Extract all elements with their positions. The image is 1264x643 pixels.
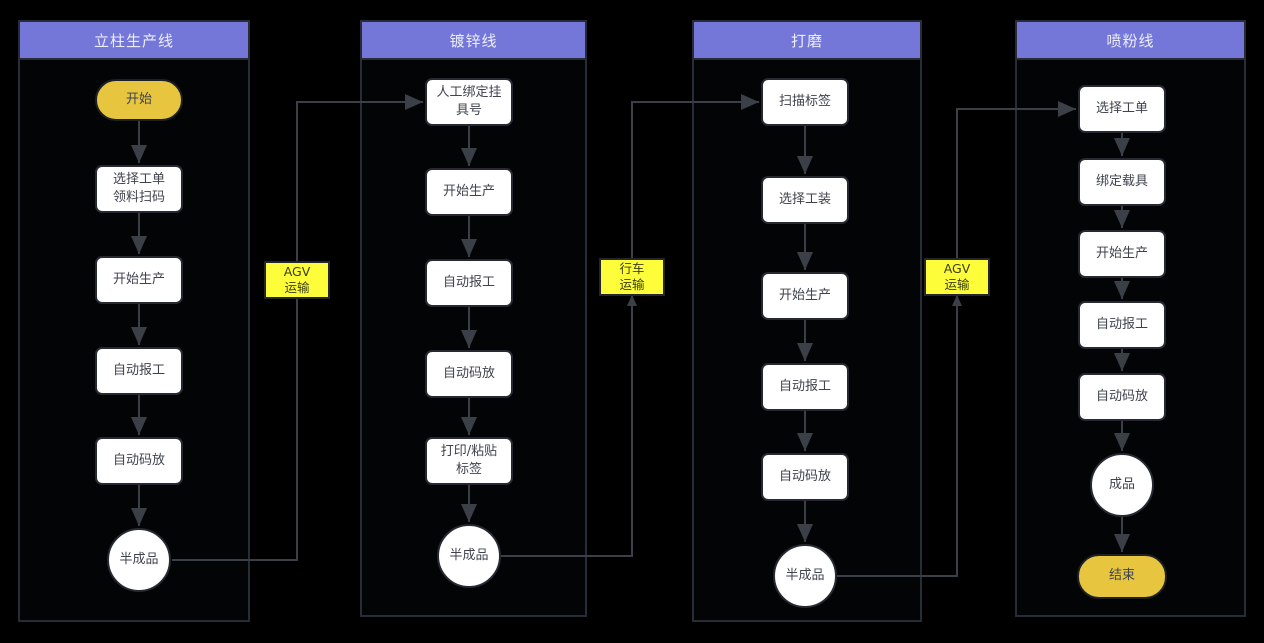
node-start[interactable]: 开始 [95,79,183,121]
lane-header: 喷粉线 [1017,22,1244,60]
node-circle[interactable]: 半成品 [773,544,837,608]
node-process[interactable]: 绑定载具 [1078,158,1166,206]
node-process[interactable]: 开始生产 [425,168,513,216]
transport-label[interactable]: AGV 运输 [924,258,990,296]
lane-header: 镀锌线 [362,22,585,60]
node-process[interactable]: 人工绑定挂 具号 [425,78,513,126]
node-process[interactable]: 开始生产 [761,272,849,320]
lane-title: 喷粉线 [1106,31,1155,50]
node-process[interactable]: 自动码放 [425,350,513,398]
node-process[interactable]: 选择工单 领料扫码 [95,165,183,213]
lane-header: 打磨 [694,22,920,60]
node-circle[interactable]: 半成品 [107,528,171,592]
node-process[interactable]: 扫描标签 [761,78,849,126]
lane-title: 打磨 [790,31,823,50]
lane-title: 立柱生产线 [93,31,174,50]
node-process[interactable]: 自动码放 [761,453,849,501]
transport-label[interactable]: AGV 运输 [264,261,330,299]
node-process[interactable]: 自动码放 [95,437,183,485]
node-process[interactable]: 开始生产 [95,256,183,304]
node-process[interactable]: 自动报工 [95,347,183,395]
node-circle[interactable]: 成品 [1090,453,1154,517]
node-process[interactable]: 选择工装 [761,176,849,224]
node-process[interactable]: 自动报工 [1078,301,1166,349]
node-process[interactable]: 自动码放 [1078,373,1166,421]
node-end[interactable]: 结束 [1077,553,1167,599]
node-process[interactable]: 选择工单 [1078,85,1166,133]
node-process[interactable]: 打印/粘贴 标签 [425,437,513,485]
node-process[interactable]: 开始生产 [1078,230,1166,278]
node-circle[interactable]: 半成品 [437,524,501,588]
lane-title: 镀锌线 [449,31,498,50]
transport-label[interactable]: 行车 运输 [599,258,665,296]
node-process[interactable]: 自动报工 [761,363,849,411]
node-process[interactable]: 自动报工 [425,259,513,307]
lane-header: 立柱生产线 [20,22,248,60]
